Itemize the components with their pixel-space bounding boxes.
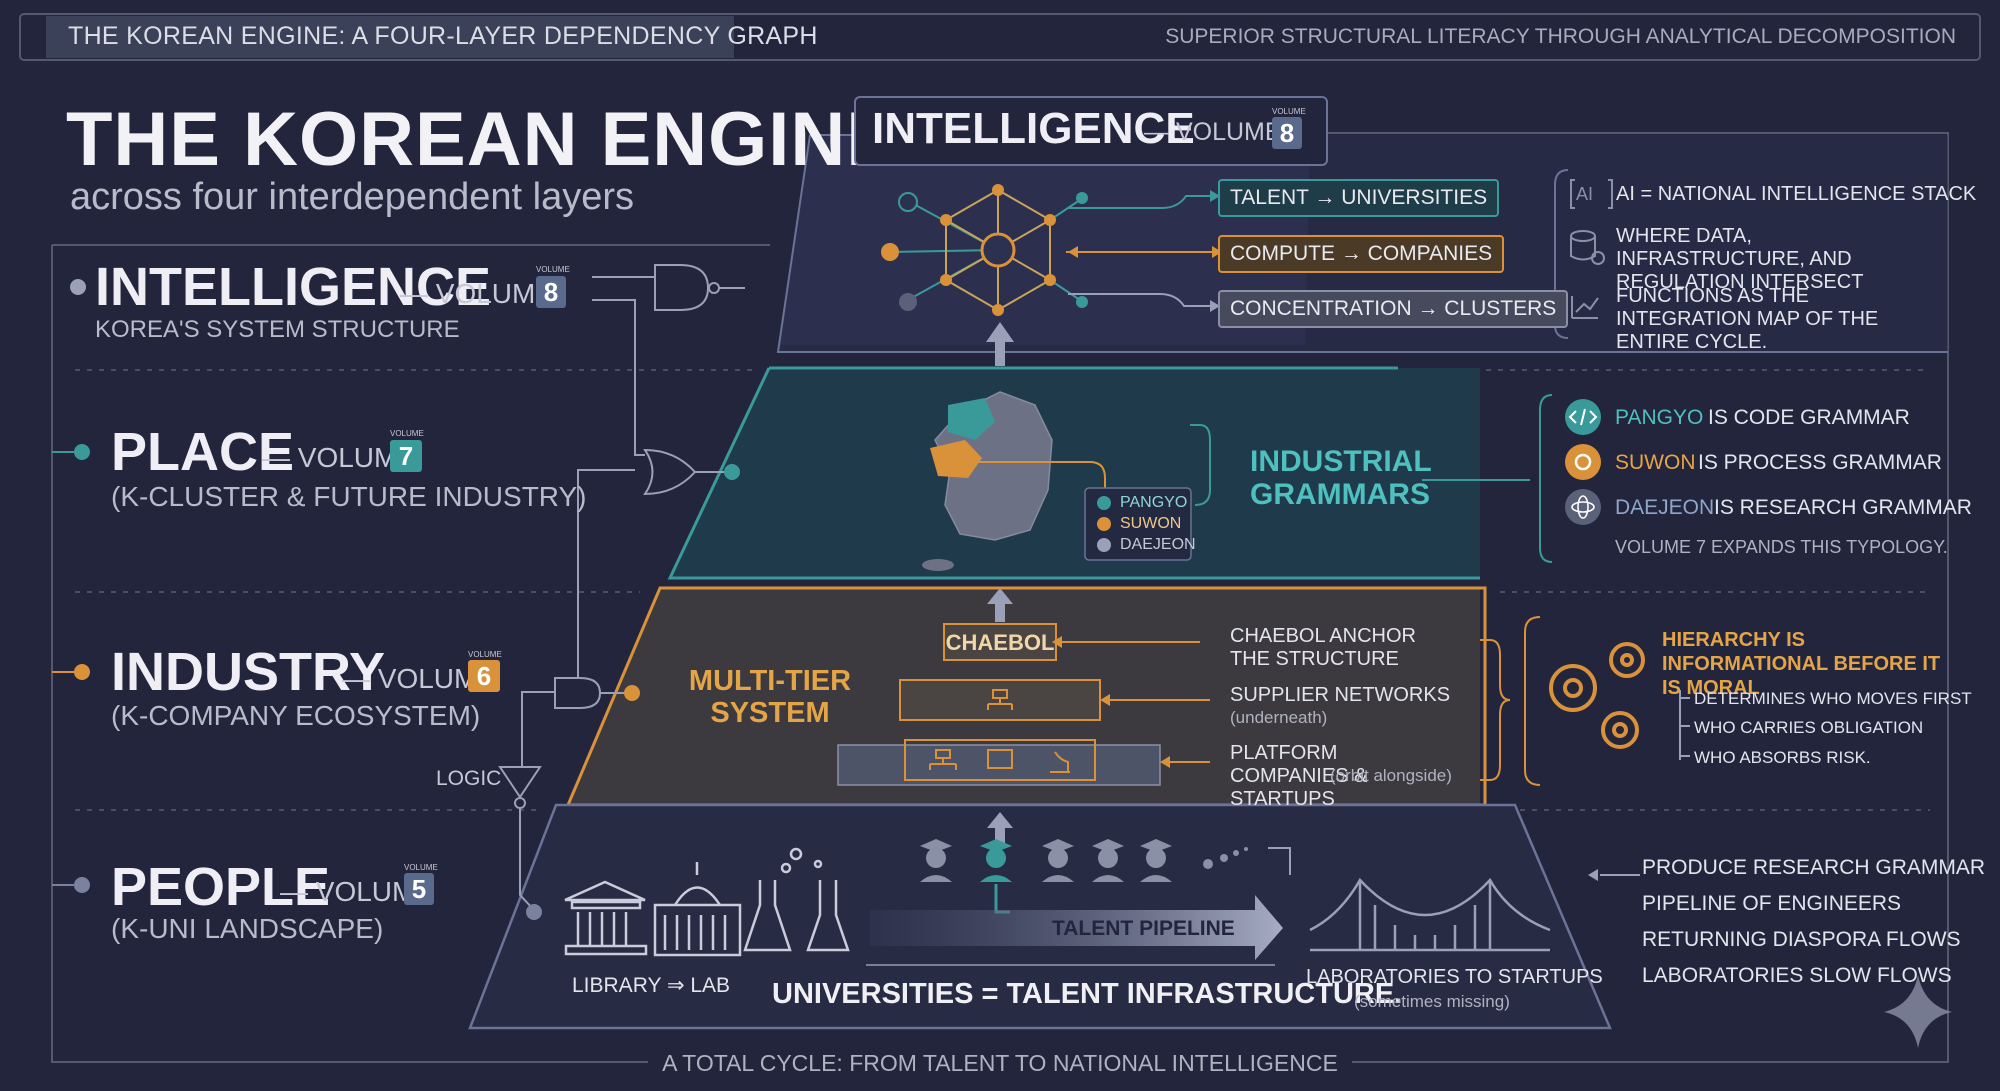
layer-intelligence-name: INTELLIGENCE (95, 257, 492, 317)
logic-wiring (498, 264, 745, 911)
legend-suwon: SUWON (1120, 515, 1182, 532)
intelligence-panel-title: INTELLIGENCE (872, 104, 1195, 153)
footer-caption: A TOTAL CYCLE: FROM TALENT TO NATIONAL I… (0, 1050, 2000, 1076)
layer-industry-name: INDUSTRY (111, 642, 386, 702)
talent-pipeline-arrow (870, 895, 1283, 960)
chart-icon (1571, 296, 1599, 319)
ai-icon-label: AI (1576, 184, 1594, 204)
layer-industry-description: (K-COMPANY ECOSYSTEM) (111, 700, 481, 731)
pill-compute-companies: COMPUTE → COMPANIES (1218, 235, 1505, 273)
capitol-icon (653, 862, 742, 957)
bullet-intelligence (70, 279, 86, 295)
intelligence-note-data: WHERE DATA, INFRASTRUCTURE, AND REGULATI… (1616, 225, 1864, 293)
header-left-banner: THE KOREAN ENGINE: A FOUR-LAYER DEPENDEN… (68, 22, 818, 50)
intelligence-note-integration: FUNCTIONS AS THE INTEGRATION MAP OF THE … (1616, 285, 1879, 353)
library-icon (564, 880, 648, 956)
labs-to-startups-sub: (sometimes missing) (1354, 992, 1510, 1011)
layer-place-name: PLACE (111, 422, 295, 482)
annotation-platform-companies-sub: (orbit alongside) (1330, 766, 1452, 785)
intelligence-panel-volume-badge: 8 (1272, 117, 1302, 149)
labs-to-startups-label: LABORATORIES TO STARTUPS (1306, 966, 1603, 988)
bullet-industry (74, 664, 90, 680)
flow-diaspora: RETURNING DIASPORA FLOWS (1642, 928, 1961, 951)
sparkle-icon (1884, 975, 1952, 1048)
layer-people-description: (K-UNI LANDSCAPE) (111, 913, 384, 944)
gears-icon (1549, 642, 1645, 749)
tier-bottom (837, 744, 1161, 786)
flow-research-grammar: PRODUCE RESEARCH GRAMMAR (1642, 856, 1986, 879)
logic-label: LOGIC (436, 767, 502, 790)
footer-caption-text: A TOTAL CYCLE: FROM TALENT TO NATIONAL I… (648, 1050, 1352, 1076)
legend-daejeon: DAEJEON (1120, 536, 1196, 553)
grammar-daejeon-city: DAEJEON (1615, 496, 1715, 519)
hierarchy-item-3: WHO ABSORBS RISK. (1694, 748, 1871, 767)
grammar-daejeon-text: IS RESEARCH GRAMMAR (1714, 496, 1972, 519)
universities-infrastructure-label: UNIVERSITIES = TALENT INFRASTRUCTURE. (772, 978, 1403, 1010)
header-right-banner: SUPERIOR STRUCTURAL LITERACY THROUGH ANA… (1165, 25, 1956, 48)
layer-industry-volume-badge: 6 (468, 660, 500, 692)
layer-intelligence-volume-badge: 8 (536, 276, 566, 308)
place-footnote: VOLUME 7 EXPANDS THIS TYPOLOGY. (1615, 537, 1948, 557)
legend-pangyo: PANGYO (1120, 494, 1188, 511)
header-frame (19, 13, 1981, 61)
flow-laboratories: LABORATORIES SLOW FLOWS (1642, 964, 1952, 987)
annotation-supplier-networks: SUPPLIER NETWORKS (1230, 684, 1451, 706)
grammar-pangyo-text: IS CODE GRAMMAR (1708, 406, 1910, 429)
page-title: THE KOREAN ENGINE (66, 97, 898, 182)
grammar-pangyo-city: PANGYO (1615, 406, 1704, 429)
flask-icon (743, 847, 850, 952)
hierarchy-item-1: DETERMINES WHO MOVES FIRST (1694, 689, 1972, 708)
bullet-place (74, 444, 90, 460)
intelligence-panel-volume-tag: VOLUME (1272, 107, 1306, 116)
header-left-banner-bg (46, 16, 734, 58)
pill-concentration-clusters: CONCENTRATION → CLUSTERS (1218, 290, 1569, 328)
layer-industry-volume-tag: VOLUME (468, 650, 502, 659)
korea-map-icon (922, 391, 1053, 571)
layer-intelligence-volume-label: — VOLUME (400, 278, 555, 309)
grammar-suwon-text: IS PROCESS GRAMMAR (1698, 451, 1942, 474)
layer-people-name: PEOPLE (111, 857, 331, 917)
bridge-icon (1309, 877, 1551, 952)
intelligence-note-ai: AI = NATIONAL INTELLIGENCE STACK (1616, 183, 1977, 205)
layer-intelligence-volume-tag: VOLUME (536, 265, 570, 274)
pill-talent-universities: TALENT → UNIVERSITIES (1218, 179, 1500, 217)
annotation-chaebol-anchor: CHAEBOL ANCHOR THE STRUCTURE (1230, 625, 1416, 670)
layer-place-volume-badge: 7 (390, 440, 422, 472)
hierarchy-heading: HIERARCHY IS INFORMATIONAL BEFORE IT IS … (1662, 629, 1941, 699)
tier-top (943, 623, 1057, 661)
layer-people-volume-tag: VOLUME (404, 863, 438, 872)
flow-engineers: PIPELINE OF ENGINEERS (1642, 892, 1902, 915)
map-legend (1084, 487, 1192, 561)
intelligence-panel-title-box (854, 96, 1328, 166)
annotation-platform-companies: PLATFORM COMPANIES & STARTUPS (1230, 742, 1368, 810)
layer-place-description: (K-CLUSTER & FUTURE INDUSTRY) (111, 481, 587, 512)
industrial-grammars-heading: INDUSTRIAL GRAMMARS (1250, 445, 1432, 511)
bullet-people (74, 877, 90, 893)
page-subtitle: across four interdependent layers (70, 176, 634, 218)
layer-up-arrows (986, 322, 1014, 846)
place-layer-fill (670, 368, 1480, 578)
ai-icon (1570, 179, 1613, 209)
layer-people-volume-badge: 5 (404, 873, 434, 905)
layer-separators (75, 369, 1930, 811)
library-lab-label: LIBRARY ⇒ LAB (572, 974, 731, 997)
talent-pipeline-label: TALENT PIPELINE (1052, 917, 1235, 940)
grammar-suwon-city: SUWON (1615, 451, 1696, 474)
multi-tier-system-label: MULTI-TIER SYSTEM (688, 665, 852, 729)
graduates-icon (920, 839, 1172, 914)
tier-chaebol-label: CHAEBOL (945, 630, 1055, 655)
intelligence-panel-volume-label: — VOLUME (1144, 118, 1282, 146)
layer-place-volume-tag: VOLUME (390, 429, 424, 438)
hierarchy-item-2: WHO CARRIES OBLIGATION (1694, 718, 1924, 737)
gears-icon-small (1565, 444, 1601, 480)
layer-intelligence-description: KOREA'S SYSTEM STRUCTURE (95, 316, 460, 343)
atom-icon (1565, 489, 1601, 525)
annotation-supplier-networks-sub: (underneath) (1230, 708, 1328, 727)
